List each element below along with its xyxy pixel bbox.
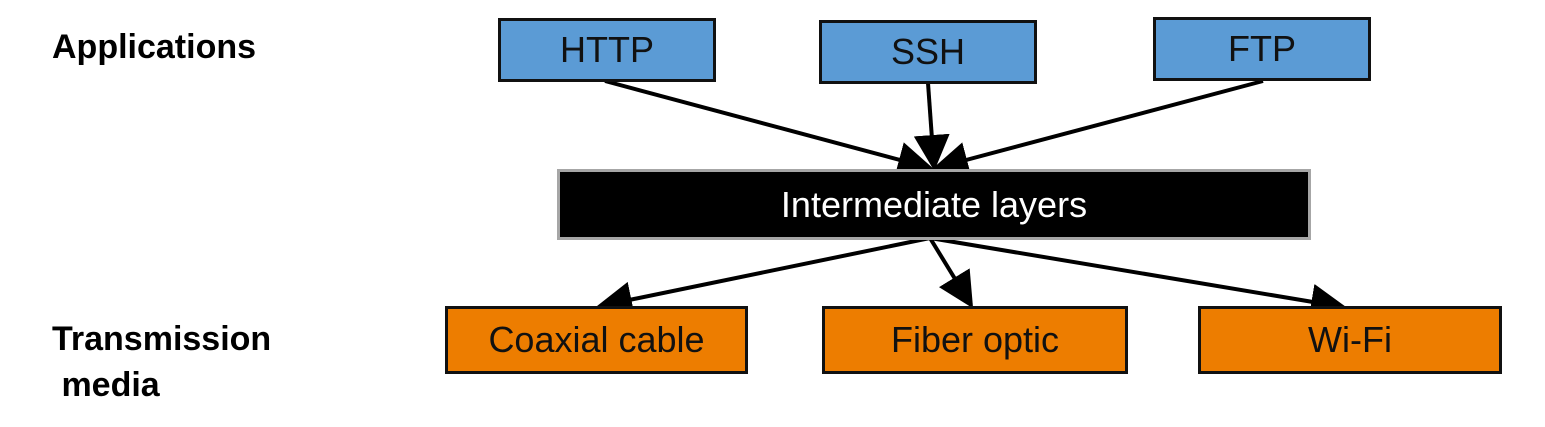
intermediate-layers-node: Intermediate layers [557,169,1311,240]
fiber-optic-node: Fiber optic [822,306,1128,374]
arrow-http-to-intermediate [604,79,934,178]
transmission-media-line1: Transmission [52,320,272,358]
applications-label: Applications [52,28,257,66]
wifi-node: Wi-Fi [1198,306,1502,374]
coaxial-cable-node: Coaxial cable [445,306,748,374]
arrow-ssh-to-intermediate [913,82,950,171]
transmission-media-line2: media [52,366,160,404]
arrow-ftp-to-intermediate [932,79,1264,178]
arrow-intermediate-to-wifi [929,236,1347,320]
arrow-intermediate-to-fiber [928,236,974,309]
ftp-node: FTP [1153,17,1371,81]
http-node: HTTP [498,18,716,82]
transmission-media-label: Transmission media [52,316,271,408]
ssh-node: SSH [819,20,1037,84]
arrow-intermediate-to-coaxial [596,236,931,318]
